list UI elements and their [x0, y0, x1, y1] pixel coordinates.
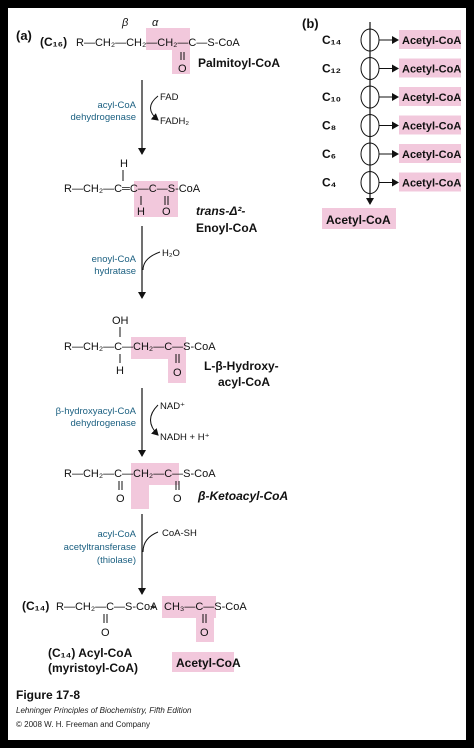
step2-cofactor-in: H₂O — [162, 248, 180, 259]
keto-oxygen-right: O — [173, 493, 182, 505]
acetyl-highlight — [399, 144, 461, 163]
acetyl-highlight — [399, 87, 461, 106]
acetyl-product-formula: CH₃—C—S-CoA — [164, 601, 247, 613]
acetyl-highlight-carbonyl — [196, 596, 214, 642]
hydroxy-highlight — [131, 337, 179, 359]
carbon-count-label: C₁₀ — [322, 90, 341, 104]
step4-cofactor-in: CoA-SH — [162, 528, 197, 539]
hydroxy-highlight-carbonyl — [168, 337, 186, 383]
step2-enzyme-line1: enoyl-CoA — [92, 254, 137, 265]
keto-formula: R—CH₂—C—CH₂—C—S-CoA — [64, 468, 216, 480]
step4-cofactor-arrow — [142, 531, 159, 553]
acetyl-highlight — [399, 115, 461, 135]
keto-name: β-Ketoacyl-CoA — [197, 489, 288, 503]
beta-carbon-label: β — [121, 17, 129, 29]
enoyl-name-line2: Enoyl-CoA — [196, 221, 258, 235]
oxidation-round: C₁₄ Acetyl-CoA — [322, 28, 461, 52]
panel-b-label: (b) — [302, 16, 319, 31]
step3-enzyme-line1: β-hydroxyacyl-CoA — [56, 406, 137, 417]
product-chain-length: (C₁₄) — [22, 599, 49, 613]
acetyl-name-highlight — [172, 652, 234, 672]
step1-cofactor-arrow — [150, 95, 159, 121]
acetyl-product-oxygen: O — [200, 627, 209, 639]
hydroxy-top-oh: OH — [112, 315, 129, 327]
figure-caption-copyright: © 2008 W. H. Freeman and Company — [16, 720, 150, 729]
step4-enzyme-line2: acetyltransferase — [64, 542, 136, 553]
final-acetyl-highlight — [322, 208, 396, 229]
palmitoyl-coa-name: Palmitoyl-CoA — [198, 56, 280, 70]
step1-cofactor-out: FADH₂ — [160, 116, 189, 127]
acyl-product-name-line1: (C₁₄) Acyl-CoA — [48, 646, 133, 660]
carbon-count-label: C₆ — [322, 147, 336, 161]
step2-enzyme-line2: hydratase — [94, 266, 136, 277]
hydroxy-oxygen: O — [173, 367, 182, 379]
enoyl-top-h: H — [120, 158, 128, 170]
step2-cofactor-arrow — [142, 251, 161, 271]
enoyl-formula: R—CH₂—C═C—C—S-CoA — [64, 183, 201, 195]
hydroxy-name-line1: L-β-Hydroxy- — [204, 359, 279, 373]
carbon-count-label: C₄ — [322, 176, 337, 190]
oxidation-round: C₈ Acetyl-CoA — [322, 114, 461, 137]
acetyl-coa-product: Acetyl-CoA — [402, 149, 461, 161]
plus-sign: + — [150, 601, 156, 613]
hydroxy-name-line2: acyl-CoA — [218, 375, 270, 389]
acyl-product-formula: R—CH₂—C—S-CoA — [56, 601, 158, 613]
step1-enzyme-line1: acyl-CoA — [97, 100, 136, 111]
figure-caption-title: Figure 17-8 — [16, 688, 80, 702]
acetyl-highlight — [399, 30, 461, 49]
oxidation-round: C₁₀ Acetyl-CoA — [322, 85, 461, 109]
carbon-count-label: C₈ — [322, 119, 336, 133]
step4-enzyme-line3: (thiolase) — [97, 555, 136, 566]
keto-highlight-carbonyl — [131, 463, 149, 509]
acetyl-highlight — [399, 172, 461, 192]
acetyl-coa-product: Acetyl-CoA — [402, 35, 461, 47]
acyl-product-name-line2: (myristoyl-CoA) — [48, 661, 138, 675]
acetyl-coa-product: Acetyl-CoA — [402, 178, 461, 190]
palmitoyl-chain-length: (C₁₆) — [40, 35, 67, 49]
enoyl-oxygen: O — [162, 206, 171, 218]
step3-cofactor-arrow — [150, 404, 159, 436]
acetyl-coa-product: Acetyl-CoA — [402, 64, 461, 76]
acetyl-coa-product: Acetyl-CoA — [402, 121, 461, 133]
palmitoyl-highlight-carbonyl — [172, 28, 190, 74]
oxidation-round: C₄ Acetyl-CoA — [322, 171, 461, 194]
oxidation-round: C₁₂ Acetyl-CoA — [322, 57, 461, 80]
step4-enzyme-line1: acyl-CoA — [97, 529, 136, 540]
step1-cofactor-in: FAD — [160, 92, 179, 103]
step3-enzyme-line2: dehydrogenase — [71, 418, 137, 429]
acetyl-highlight — [399, 58, 461, 78]
carbon-count-label: C₁₄ — [322, 33, 342, 47]
carbon-count-label: C₁₂ — [322, 62, 341, 76]
acetyl-product-name: Acetyl-CoA — [176, 656, 241, 670]
final-acetyl-label: Acetyl-CoA — [326, 213, 391, 227]
palmitoyl-formula: R—CH₂—CH₂—CH₂—C—S-CoA — [76, 37, 240, 49]
hydroxy-formula: R—CH₂—C—CH₂—C—S-CoA — [64, 341, 216, 353]
acyl-product-oxygen: O — [101, 627, 110, 639]
step3-cofactor-in: NAD⁺ — [160, 401, 185, 412]
step1-enzyme-line2: dehydrogenase — [71, 112, 137, 123]
enoyl-bottom-h: H — [137, 206, 145, 218]
enoyl-name-line1: trans-Δ²- — [196, 204, 245, 218]
figure-panel — [8, 8, 466, 740]
oxidation-round: C₆ Acetyl-CoA — [322, 142, 461, 166]
alpha-carbon-label: α — [152, 17, 159, 29]
figure-caption-source: Lehninger Principles of Biochemistry, Fi… — [16, 706, 192, 715]
acetyl-coa-product: Acetyl-CoA — [402, 92, 461, 104]
hydroxy-bottom-h: H — [116, 365, 124, 377]
step3-cofactor-out: NADH + H⁺ — [160, 432, 210, 443]
keto-oxygen-left: O — [116, 493, 125, 505]
panel-a-label: (a) — [16, 28, 32, 43]
palmitoyl-oxygen: O — [178, 63, 187, 75]
